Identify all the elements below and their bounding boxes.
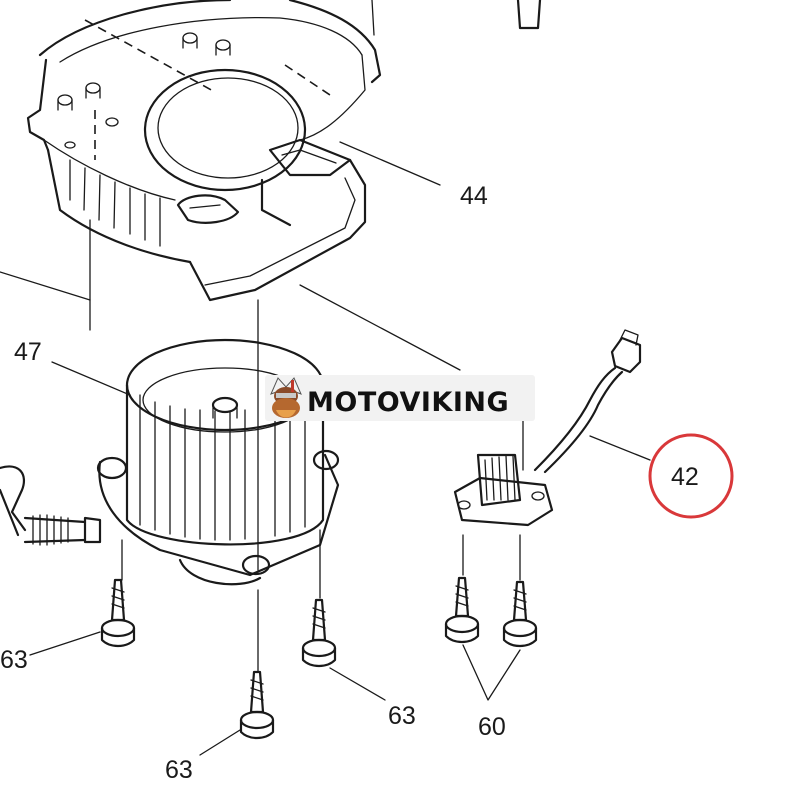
- callout-63-bottom: 63: [165, 756, 193, 784]
- highlight-circle: [648, 433, 734, 519]
- callout-47: 47: [14, 338, 42, 366]
- blower-housing: [26, 0, 542, 302]
- screw-63-left: [100, 578, 136, 648]
- callout-42: 42: [671, 463, 699, 491]
- screw-63-center: [239, 670, 275, 740]
- watermark: MOTOVIKING: [265, 375, 535, 421]
- callout-44: 44: [460, 182, 488, 210]
- blower-resistor: [453, 329, 642, 527]
- screw-63-right: [301, 598, 337, 668]
- callout-60: 60: [478, 713, 506, 741]
- screw-60-left: [444, 576, 480, 644]
- watermark-text: MOTOVIKING: [307, 387, 509, 418]
- callout-63-right: 63: [388, 702, 416, 730]
- viking-mascot-icon: [270, 377, 302, 418]
- callout-63-left: 63: [0, 646, 28, 674]
- screw-60-right: [502, 580, 538, 648]
